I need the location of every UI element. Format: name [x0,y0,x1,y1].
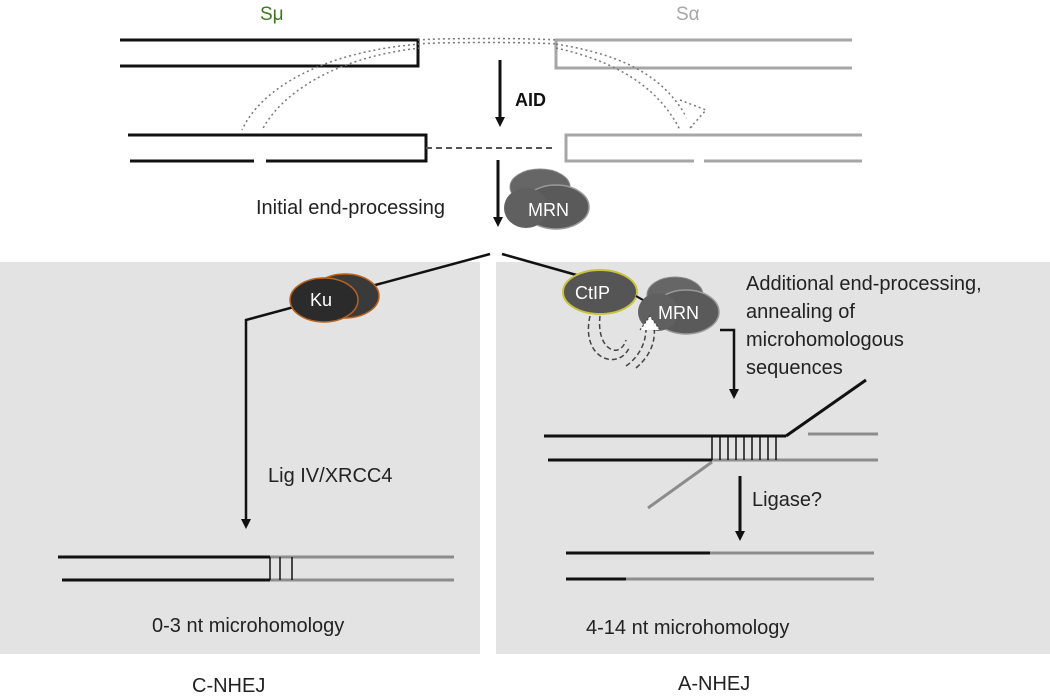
microhomology-base-pairs [711,436,777,460]
s-mu-label: Sμ [260,4,284,25]
additional-processing-line-2: annealing of [746,301,855,323]
mrn-complex-top: MRN [504,168,590,230]
mrn-label-top: MRN [528,200,569,220]
ligase-label: Ligase? [752,489,822,511]
cycle-arrow-head [639,314,661,331]
s-alpha-dna [554,38,852,70]
annealing-arrow [720,328,739,399]
c-nhej-base-pairs [269,557,293,580]
additional-processing-line-3: microhomologous [746,329,904,351]
broken-s-mu-dna [128,133,428,163]
intervening-dna-loop [241,37,693,131]
c-nhej-product-dna [58,555,454,582]
s-mu-dna [120,38,420,68]
a-nhej-branch [501,252,581,278]
initial-processing-label: Initial end-processing [256,197,445,219]
a-nhej-microhomology-label: 4-14 nt microhomology [586,617,789,639]
additional-processing-line-1: Additional end-processing, [746,273,982,295]
a-nhej-title: A-NHEJ [678,673,750,695]
mrn-label-anhej: MRN [658,303,699,323]
ku-complex: Ku [289,273,380,323]
ku-label: Ku [310,290,332,310]
a-nhej-product-dna [566,551,874,581]
c-nhej-panel [0,262,480,654]
additional-processing-line-4: sequences [746,357,843,379]
annealed-intermediate-dna [544,378,878,510]
c-nhej-microhomology-label: 0-3 nt microhomology [152,615,344,637]
s-alpha-label: Sα [676,4,700,25]
c-nhej-branch [241,252,491,529]
aid-label: AID [515,90,546,110]
ctip-protein: CtIP [562,269,638,315]
loop-arrow-tip [679,99,708,129]
ctip-label: CtIP [575,283,610,303]
broken-s-alpha-dna [564,133,862,163]
lig4-label: Lig IV/XRCC4 [268,465,393,487]
c-nhej-title: C-NHEJ [192,675,265,696]
